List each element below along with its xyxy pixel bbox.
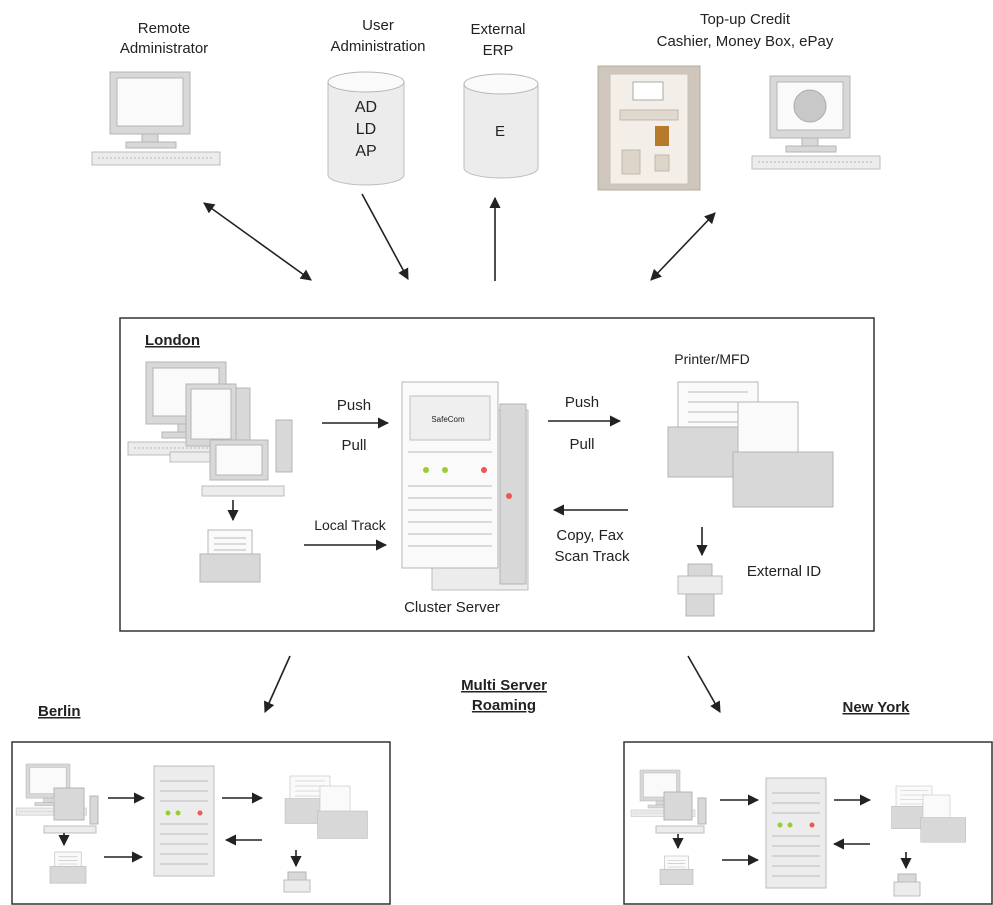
berlin-server-icon xyxy=(153,765,215,877)
cluster-server-label: Cluster Server xyxy=(404,599,500,616)
topup-label-1: Top-up Credit xyxy=(700,11,791,28)
user-admin-arrow xyxy=(361,193,409,280)
newyork-title: New York xyxy=(843,699,911,716)
db-ld-label: LD xyxy=(356,121,376,138)
remote-admin-label-1: Remote xyxy=(138,20,191,37)
push-left-label: Push xyxy=(337,397,371,414)
workstation-icon-2 xyxy=(169,383,255,463)
remote-admin-label-2: Administrator xyxy=(120,40,208,57)
user-admin-label-2: Administration xyxy=(330,38,425,55)
cluster-server-icon: SafeCom xyxy=(401,381,529,591)
local-printer-icon xyxy=(199,529,261,583)
external-erp-label-1: External xyxy=(470,21,525,38)
newyork-server-icon xyxy=(765,777,827,889)
local-track-label: Local Track xyxy=(314,517,387,533)
push-right-label: Push xyxy=(565,394,599,411)
newyork-workstation-icon-2 xyxy=(655,791,707,834)
external-id-reader-icon xyxy=(677,563,723,617)
db-ap-label: AP xyxy=(355,143,376,160)
workstation-icon-3 xyxy=(201,439,285,497)
user-admin-database-icon xyxy=(327,71,405,186)
berlin-workstation-icon-2 xyxy=(43,787,99,834)
multi-server-label-2: Roaming xyxy=(472,697,536,714)
newyork-id-reader-icon xyxy=(893,873,921,897)
server-brand-label: SafeCom xyxy=(431,415,465,424)
tower-icon-2 xyxy=(275,419,293,473)
remote-admin-computer-icon xyxy=(91,71,221,166)
newyork-printer-icon xyxy=(659,855,694,885)
multi-server-label-1: Multi Server xyxy=(461,677,547,694)
pull-right-label: Pull xyxy=(569,436,594,453)
db-ad-label: AD xyxy=(355,99,377,116)
london-to-berlin-arrow xyxy=(263,655,291,714)
topup-label-2: Cashier, Money Box, ePay xyxy=(657,33,834,50)
db-e-label: E xyxy=(495,123,505,140)
epay-computer-icon xyxy=(751,75,881,170)
berlin-id-reader-icon xyxy=(283,871,311,893)
pull-left-label: Pull xyxy=(341,437,366,454)
printer-mfd-label: Printer/MFD xyxy=(674,351,749,367)
external-erp-database-icon xyxy=(463,73,539,179)
copy-fax-label: Copy, Fax xyxy=(556,527,624,544)
user-admin-label-1: User xyxy=(362,17,394,34)
remote-admin-arrow xyxy=(203,202,312,281)
external-erp-label-2: ERP xyxy=(483,42,514,59)
berlin-title: Berlin xyxy=(38,703,81,720)
external-id-label: External ID xyxy=(747,563,821,580)
berlin-printer-icon xyxy=(49,851,87,884)
london-title: London xyxy=(145,332,200,349)
payment-kiosk-icon xyxy=(597,65,701,191)
topup-arrow xyxy=(650,212,716,281)
london-to-newyork-arrow xyxy=(687,655,721,713)
scan-track-label: Scan Track xyxy=(554,548,630,565)
client-workstations-group xyxy=(127,361,293,497)
